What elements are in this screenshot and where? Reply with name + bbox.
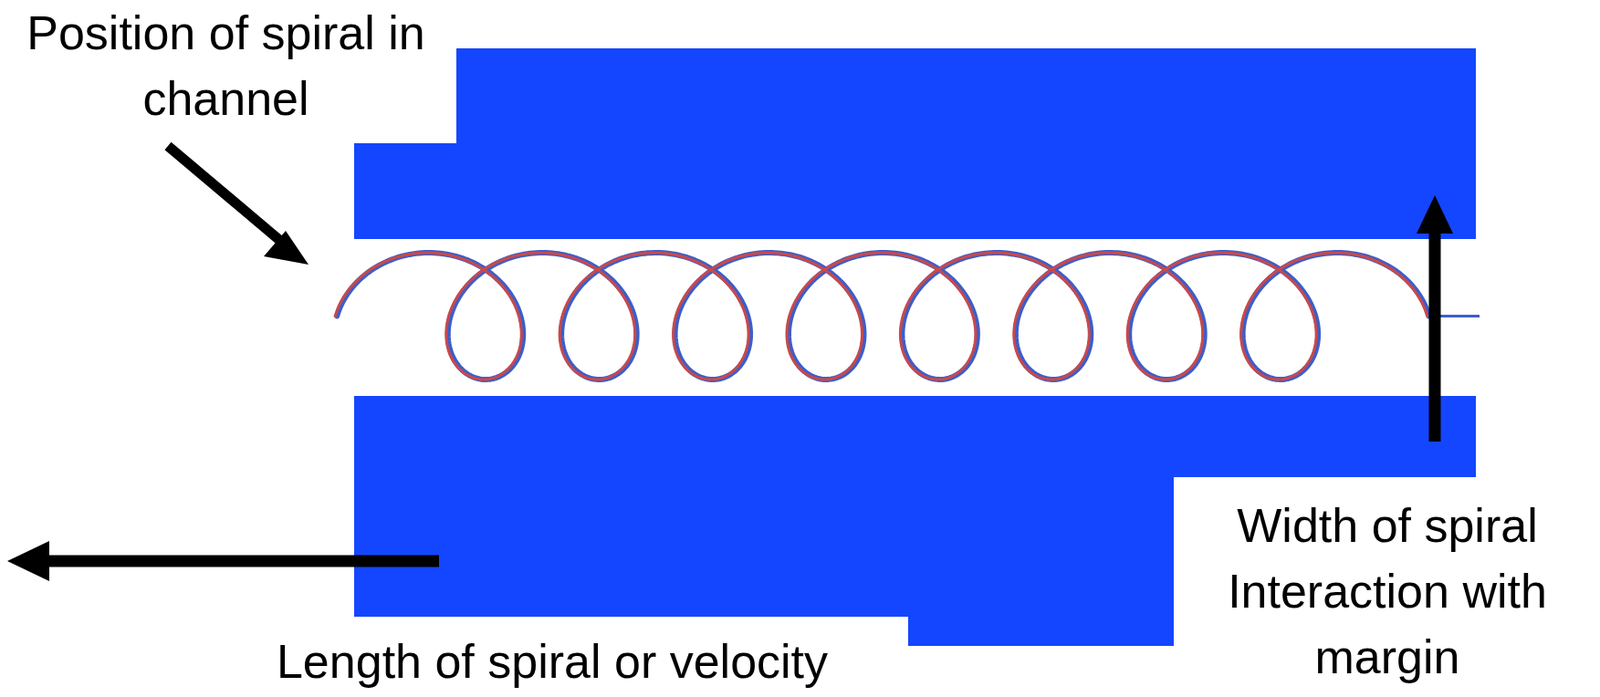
callout-label: Length of spiral or velocity <box>182 629 922 694</box>
arrow-head <box>263 230 309 265</box>
spiral-red <box>334 252 1427 380</box>
arrow-shaft <box>1429 228 1442 442</box>
upper-wall <box>354 48 1476 240</box>
arrow-head <box>1416 195 1454 234</box>
arrow-shaft <box>167 146 285 245</box>
spiral-blue <box>336 252 1429 380</box>
callout-label: Position of spiral in channel <box>4 0 448 132</box>
arrow-head <box>7 541 50 582</box>
callout-label: Width of spiral Interaction with margin <box>1181 492 1593 691</box>
arrow-shaft <box>45 555 440 568</box>
